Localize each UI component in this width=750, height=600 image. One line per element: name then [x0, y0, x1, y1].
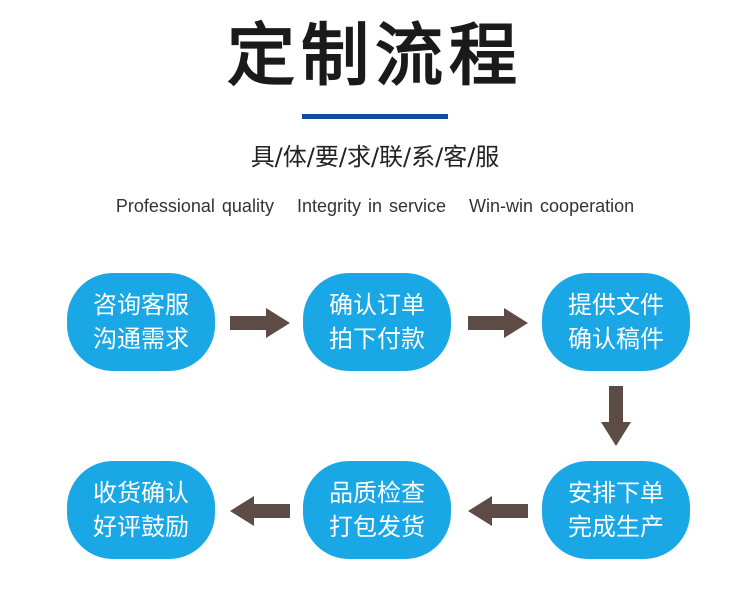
step-6-line-2: 好评鼓励 — [93, 513, 189, 541]
title-underline — [302, 114, 448, 119]
arrow-left-icon — [468, 496, 528, 526]
arrow-left-icon — [230, 496, 290, 526]
subtitle: 具/体/要/求/联/系/客/服 — [250, 143, 500, 171]
step-4-line-1: 安排下单 — [568, 479, 664, 507]
arrow-right-icon — [230, 308, 290, 338]
tagline-quality: Professional quality — [115, 196, 274, 216]
arrow-down-icon — [601, 386, 631, 446]
step-1-line-1: 咨询客服 — [93, 291, 189, 319]
step-inspection: 品质检查 打包发货 — [303, 461, 451, 559]
step-production: 安排下单 完成生产 — [542, 461, 690, 559]
step-6-line-1: 收货确认 — [93, 479, 189, 507]
step-2-line-2: 拍下付款 — [329, 325, 425, 353]
step-4-line-2: 完成生产 — [568, 513, 664, 541]
step-5-line-2: 打包发货 — [329, 513, 425, 541]
step-5-line-1: 品质检查 — [329, 479, 425, 507]
page-title: 定制流程 — [226, 17, 523, 96]
step-1-line-2: 沟通需求 — [93, 325, 189, 353]
tagline-row: Professional quality Integrity in servic… — [0, 196, 750, 217]
step-receipt: 收货确认 好评鼓励 — [67, 461, 215, 559]
step-files: 提供文件 确认稿件 — [542, 273, 690, 371]
step-consult: 咨询客服 沟通需求 — [67, 273, 215, 371]
tagline-integrity: Integrity in service — [296, 196, 447, 216]
step-order: 确认订单 拍下付款 — [303, 273, 451, 371]
tagline-cooperation: Win-win cooperation — [469, 196, 635, 216]
step-2-line-1: 确认订单 — [329, 291, 425, 319]
arrow-right-icon — [468, 308, 528, 338]
step-3-line-1: 提供文件 — [568, 291, 664, 319]
step-3-line-2: 确认稿件 — [568, 325, 664, 353]
